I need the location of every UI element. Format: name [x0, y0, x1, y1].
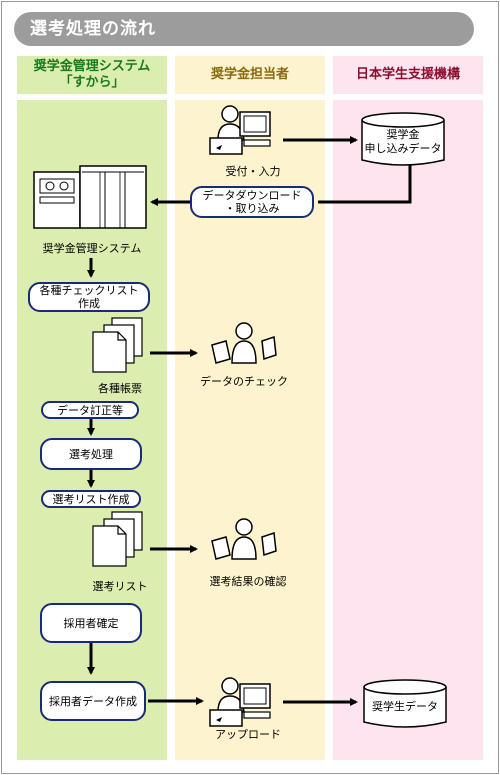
forms-label: 各種帳票 — [98, 382, 142, 395]
download-box: データダウンロード ・取り込み — [190, 186, 314, 218]
data-fix-box: データ訂正等 — [41, 401, 139, 419]
computer-person-icon-2 — [209, 677, 271, 727]
scholar-data-label: 奨学生データ — [372, 700, 438, 713]
document-stack-icon-2 — [92, 511, 143, 567]
system-name-label: 奨学金管理システム — [42, 242, 142, 255]
person-checking-icon — [211, 322, 277, 364]
database-icon-2 — [363, 679, 447, 728]
application-data-label: 奨学金 申し込みデータ — [364, 128, 442, 155]
upload-label: アップロード — [215, 728, 281, 741]
selection-list-label: 選考リスト — [92, 580, 148, 593]
data-check-label: データのチェック — [200, 375, 288, 388]
document-stack-icon — [92, 317, 143, 373]
result-confirm-label: 選考結果の確認 — [209, 575, 287, 588]
lane-header-system: 奨学金管理システム「すから」 — [17, 56, 167, 94]
computer-person-icon — [209, 105, 271, 155]
lane-header-system-label: 奨学金管理システム「すから」 — [33, 59, 151, 90]
database-icon — [361, 112, 445, 166]
selection-box: 選考処理 — [40, 438, 142, 470]
selection-list-make-box: 選考リスト作成 — [41, 490, 141, 508]
server-icon — [33, 165, 147, 229]
lane-header-staff-label: 奨学金担当者 — [210, 67, 289, 82]
adoption-confirm-box: 採用者確定 — [40, 603, 142, 643]
reception-label: 受付・入力 — [225, 165, 281, 178]
lane-header-jasso: 日本学生支援機構 — [333, 56, 483, 94]
lane-jasso — [333, 100, 483, 760]
adoption-data-make-box: 採用者データ作成 — [40, 681, 146, 721]
checklist-box: 各種チェックリスト 作成 — [28, 282, 150, 312]
page-title: 選考処理の流れ — [14, 12, 474, 46]
lane-header-staff: 奨学金担当者 — [175, 56, 325, 94]
person-checking-icon-2 — [211, 518, 277, 560]
lane-header-jasso-label: 日本学生支援機構 — [355, 67, 460, 82]
